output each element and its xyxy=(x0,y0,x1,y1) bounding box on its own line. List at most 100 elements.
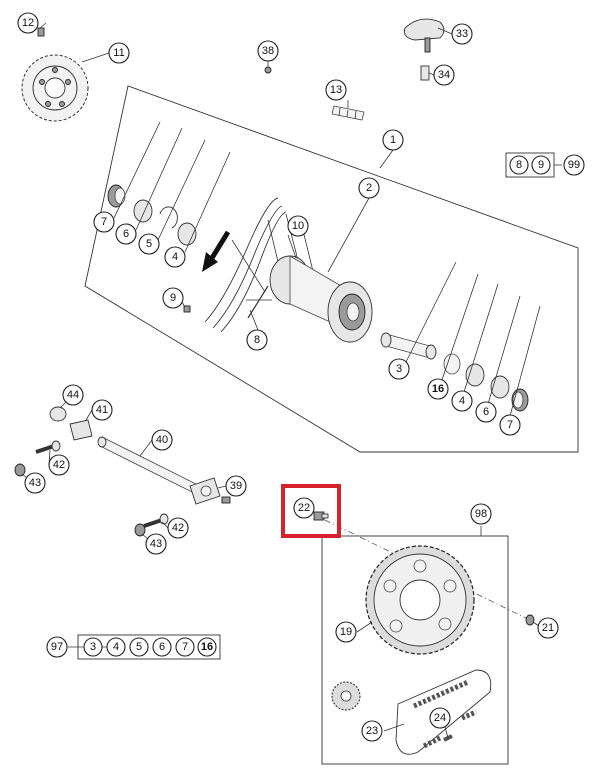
svg-text:2: 2 xyxy=(366,182,372,194)
kit97-box xyxy=(77,634,221,660)
callout-21: 21 xyxy=(537,617,559,639)
callout-33: 33 xyxy=(451,23,473,45)
svg-text:38: 38 xyxy=(262,45,274,57)
svg-text:4: 4 xyxy=(459,395,465,407)
callout-23: 23 xyxy=(361,720,383,742)
svg-text:6: 6 xyxy=(123,228,129,240)
svg-text:19: 19 xyxy=(340,626,352,638)
chain-adjuster-right xyxy=(189,477,221,505)
callout-10: 10 xyxy=(287,215,309,237)
svg-text:9: 9 xyxy=(538,159,544,171)
callout-97: 97 xyxy=(46,636,68,658)
callout-7b: 7 xyxy=(499,414,521,436)
left-seal-6 xyxy=(133,199,153,223)
chain-group-outline xyxy=(395,669,492,755)
svg-text:97: 97 xyxy=(51,641,63,653)
cap-part xyxy=(404,18,445,53)
callout-4a: 4 xyxy=(164,246,186,268)
spoke-nipple-strip xyxy=(331,105,365,121)
callout-12: 12 xyxy=(17,12,39,34)
kit99-item-9: 9 xyxy=(531,155,551,175)
circlip-5 xyxy=(159,206,178,229)
svg-text:16: 16 xyxy=(432,383,444,395)
callout-34: 34 xyxy=(433,64,455,86)
adjuster-screw-42a xyxy=(35,440,61,454)
rear-sprocket xyxy=(365,545,475,655)
callout-11: 11 xyxy=(108,42,130,64)
left-spacer-4 xyxy=(177,222,197,246)
kit97-item-7: 7 xyxy=(175,637,195,657)
callout-43b: 43 xyxy=(145,533,167,555)
svg-text:10: 10 xyxy=(292,220,304,232)
left-bearing-7 xyxy=(107,184,126,208)
svg-text:5: 5 xyxy=(136,641,142,653)
kit99-box xyxy=(505,152,555,178)
callout-3: 3 xyxy=(388,358,410,380)
callout-2: 2 xyxy=(358,177,380,199)
sprocket-bolt xyxy=(313,511,329,521)
svg-text:7: 7 xyxy=(182,641,188,653)
callout-1: 1 xyxy=(382,129,404,151)
svg-text:22: 22 xyxy=(298,502,310,514)
svg-text:16: 16 xyxy=(201,641,213,653)
svg-text:42: 42 xyxy=(53,459,65,471)
right-spacer-4 xyxy=(465,363,485,387)
sprocket-nut xyxy=(525,614,535,626)
svg-text:8: 8 xyxy=(516,159,522,171)
svg-text:44: 44 xyxy=(67,389,79,401)
right-ring-16 xyxy=(443,353,461,375)
brake-disc xyxy=(21,54,89,122)
kit99-item-8: 8 xyxy=(509,155,529,175)
callout-8: 8 xyxy=(246,329,268,351)
lock-nut-43a xyxy=(14,463,26,477)
svg-text:39: 39 xyxy=(230,480,242,492)
svg-text:41: 41 xyxy=(96,404,108,416)
kit97-item-6: 6 xyxy=(152,637,172,657)
svg-text:21: 21 xyxy=(542,622,554,634)
right-seal-6 xyxy=(490,375,510,399)
svg-text:24: 24 xyxy=(434,712,446,724)
front-sprocket xyxy=(331,681,361,711)
callout-4b: 4 xyxy=(451,390,473,412)
callout-6b: 6 xyxy=(475,401,497,423)
svg-text:33: 33 xyxy=(456,28,468,40)
svg-text:43: 43 xyxy=(29,477,41,489)
callout-44: 44 xyxy=(62,384,84,406)
svg-text:99: 99 xyxy=(568,159,580,171)
axle xyxy=(97,436,201,495)
svg-text:40: 40 xyxy=(156,434,168,446)
small-nut xyxy=(264,66,272,74)
svg-text:98: 98 xyxy=(475,508,487,520)
rotation-arrow xyxy=(202,230,231,272)
callout-5: 5 xyxy=(138,233,160,255)
sprocket-group-outline xyxy=(321,535,509,765)
kit97-item-5: 5 xyxy=(129,637,149,657)
callout-41: 41 xyxy=(91,399,113,421)
callout-42a: 42 xyxy=(48,454,70,476)
svg-text:4: 4 xyxy=(113,641,119,653)
svg-text:8: 8 xyxy=(254,334,260,346)
svg-text:1: 1 xyxy=(390,134,396,146)
chain-adjuster-41 xyxy=(69,419,93,441)
callout-40: 40 xyxy=(151,429,173,451)
callout-43a: 43 xyxy=(24,472,46,494)
callout-16: 16 xyxy=(427,378,449,400)
svg-text:34: 34 xyxy=(438,69,450,81)
wheel-assembly-outline xyxy=(84,85,579,453)
svg-text:5: 5 xyxy=(146,238,152,250)
callout-6a: 6 xyxy=(115,223,137,245)
callout-42b: 42 xyxy=(167,517,189,539)
svg-text:42: 42 xyxy=(172,522,184,534)
leader-lines xyxy=(21,22,562,739)
callout-9: 9 xyxy=(162,287,184,309)
svg-text:3: 3 xyxy=(90,641,96,653)
callout-98: 98 xyxy=(470,503,492,525)
rim xyxy=(204,197,287,333)
kit97-item-16: 16 xyxy=(197,637,217,657)
callout-22: 22 xyxy=(293,497,315,519)
svg-text:7: 7 xyxy=(507,419,513,431)
callout-19: 19 xyxy=(335,621,357,643)
svg-text:7: 7 xyxy=(101,216,107,228)
cap-bolt xyxy=(420,65,430,81)
